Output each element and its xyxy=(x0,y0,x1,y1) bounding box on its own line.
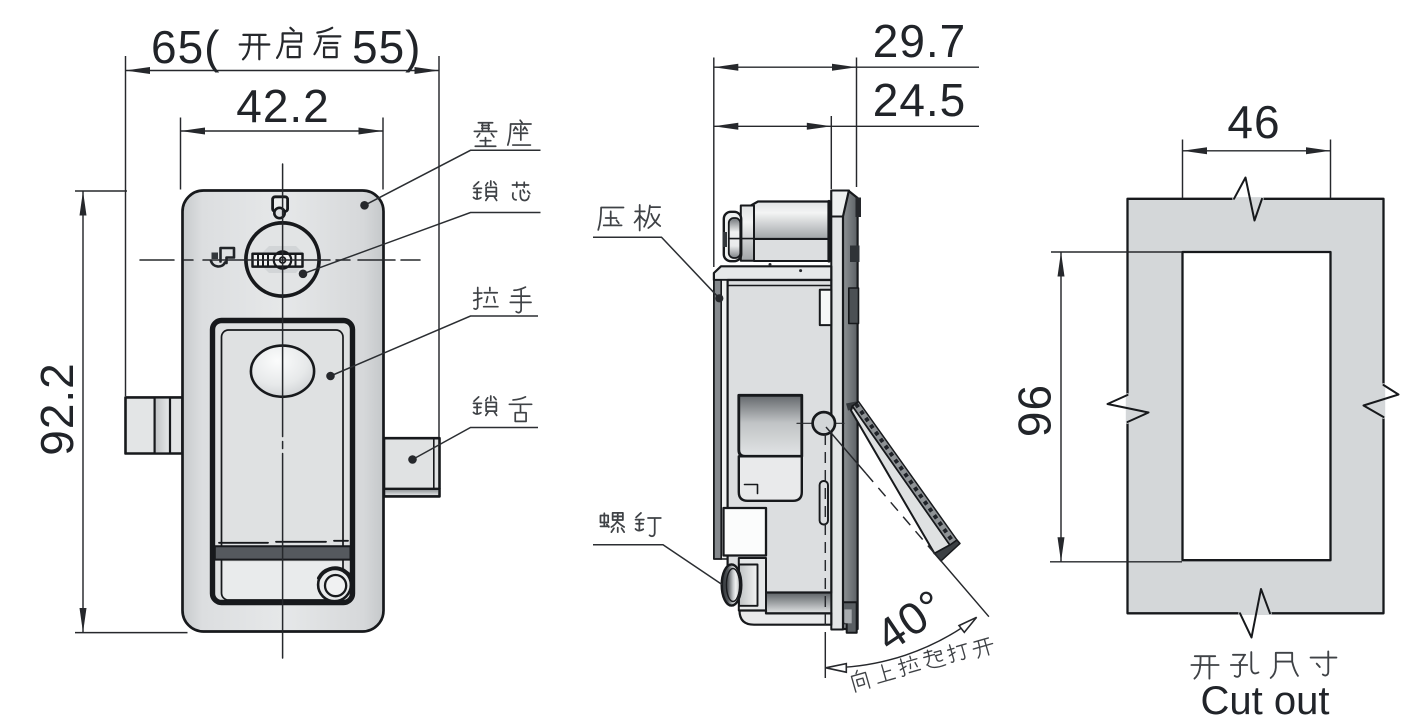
svg-text:55): 55) xyxy=(352,21,421,73)
svg-text:42.2: 42.2 xyxy=(236,80,330,132)
svg-text:24.5: 24.5 xyxy=(873,74,967,126)
svg-text:96: 96 xyxy=(1009,384,1061,437)
svg-text:29.7: 29.7 xyxy=(873,15,967,67)
svg-text:65(: 65( xyxy=(151,21,220,73)
svg-text:Cut out: Cut out xyxy=(1201,679,1330,720)
svg-text:92.2: 92.2 xyxy=(31,362,83,456)
svg-text:46: 46 xyxy=(1227,96,1280,148)
